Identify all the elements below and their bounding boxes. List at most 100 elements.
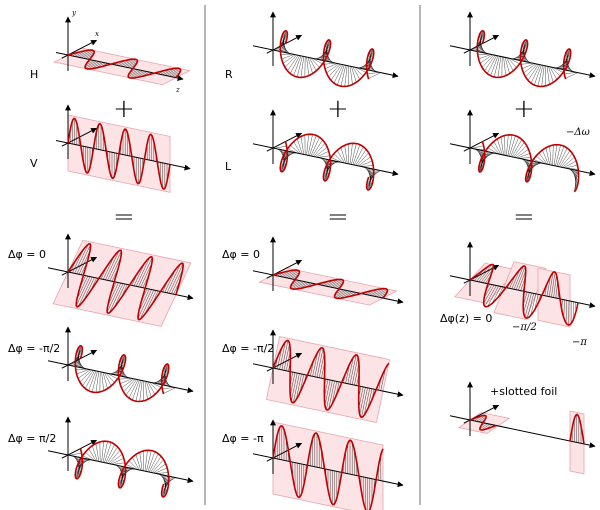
panel-3b-wave-hatch [469, 141, 483, 149]
panel-1a-wave-hatch [76, 244, 91, 274]
panel-3b-wave-hatch [518, 157, 531, 159]
panel-1c-wave-hatch [150, 456, 162, 473]
panel-2a-wave-hatch [334, 290, 348, 298]
result-label-1c: Δφ = π/2 [8, 432, 56, 445]
panel-1c-wave-hatch [104, 442, 112, 463]
panel-3b-wave-hatch [471, 145, 484, 149]
label-v: V [30, 157, 38, 170]
panel-1c-wave-hatch [135, 454, 141, 471]
panel-r-wave-hatch [363, 51, 374, 70]
panel-1b-wave-hatch [115, 357, 126, 376]
panel-1c-wave-hatch [101, 441, 104, 463]
panel-1c-wave-hatch [107, 446, 118, 464]
panel-1c-wave-hatch [144, 450, 148, 472]
panel-2b-wave-hatch [358, 386, 364, 408]
panel-r-wave-hatch [312, 58, 323, 65]
panel-3b-wave-hatch [538, 152, 548, 165]
panel-2b-wave-hatch [354, 363, 360, 386]
panel-r-wave-hatch [280, 45, 290, 54]
panel-3b-wave-hatch [506, 134, 509, 156]
panel-l-wave-hatch [309, 135, 317, 156]
panel-2a-wave-hatch [330, 280, 344, 288]
panel-3a-wave-hatch [504, 57, 510, 74]
panel-r-wave-hatch [300, 56, 304, 78]
panel-2a-wave-hatch [334, 290, 346, 297]
panel-h-wave-hatch [125, 60, 138, 68]
panel-3a-wave-hatch [521, 63, 535, 69]
panel-h-wave-hatch [83, 52, 95, 59]
panel-3b-wave-hatch [545, 147, 550, 165]
panel-3c-wave-hatch [549, 272, 554, 297]
panel-3b-wave-hatch [555, 145, 561, 166]
panel-h-wave-hatch [129, 70, 143, 78]
panel-r-wave-hatch [368, 72, 381, 79]
panel-r-wave-hatch [323, 55, 334, 63]
panel-3b-wave-hatch [514, 145, 527, 158]
panel-1c-wave-hatch [164, 475, 166, 495]
panel-3b-wave-hatch [535, 155, 546, 165]
panel-3a-wave-hatch [537, 65, 543, 87]
panel-1c-wave-hatch [67, 448, 81, 456]
panel-3a-wave-hatch [541, 65, 545, 87]
panel-3b-wave-hatch [480, 152, 493, 163]
panel-1a-axis-x [61, 256, 98, 276]
panel-3d-wave-a-hatch [478, 416, 487, 422]
panel-r-wave-hatch [367, 72, 380, 75]
panel-3c-wave [469, 263, 579, 326]
panel-3a-wave-hatch [487, 55, 497, 74]
panel-3c-wave-hatch [516, 266, 526, 290]
panel-3a-wave-hatch [527, 64, 539, 81]
panel-2b-wave-hatch [363, 388, 370, 416]
panel-l-wave-hatch [359, 160, 373, 167]
panel-3b-wave-hatch [517, 153, 531, 159]
panel-r-wave-hatch [352, 66, 361, 80]
panel-l-wave-hatch [352, 144, 361, 165]
panel-3b-wave-hatch [510, 137, 519, 157]
panel-3c-wave-hatch [480, 265, 494, 283]
plus-sign-1: + [113, 94, 135, 124]
label-l: L [225, 160, 232, 173]
panel-1c-wave-hatch [149, 453, 159, 473]
panel-r-wave-hatch [277, 34, 288, 51]
panel-1a-wave-hatch [171, 269, 183, 294]
panel-3c-wave-hatch [513, 266, 524, 290]
panel-1b-wave-hatch [91, 371, 98, 393]
panel-3b-wave-hatch [500, 136, 504, 156]
panel-3b-wave-hatch [481, 150, 483, 172]
panel-3d-wave-b [569, 413, 585, 445]
panel-2a-wave-hatch [335, 289, 344, 295]
panel-2b-wave-hatch [277, 347, 283, 369]
panel-l-wave-hatch [358, 156, 371, 167]
panel-l-wave-hatch [293, 141, 302, 154]
panel-1b-wave-hatch [144, 381, 148, 400]
panel-l-wave-hatch [278, 149, 288, 160]
panel-r-wave-hatch [296, 56, 303, 78]
panel-1b-wave-hatch [147, 381, 156, 395]
panel-h-wave-hatch [166, 68, 181, 76]
panel-r-wave-hatch [287, 55, 299, 71]
panel-1b-wave-hatch [101, 372, 104, 391]
panel-l-wave-hatch [280, 151, 292, 168]
panel-h-wave-hatch [169, 70, 181, 77]
panel-h-wave-hatch [87, 61, 102, 70]
panel-1a-wave-hatch [76, 276, 91, 306]
panel-l-wave-hatch [349, 143, 353, 165]
panel-2a-axis-x [266, 259, 303, 279]
panel-r-wave-hatch [320, 42, 331, 61]
panel-2b-wave-hatch [349, 354, 357, 385]
panel-2b-wave-hatch [359, 387, 366, 415]
panel-1c-wave-hatch [111, 458, 124, 465]
panel-3a-wave-hatch [517, 42, 528, 61]
panel-3a-wave-hatch [506, 57, 514, 71]
panel-1a-wave-hatch [164, 269, 176, 293]
panel-3c-wave-hatch [546, 276, 551, 297]
panel-1c-wave-hatch [121, 466, 123, 486]
label-r: R [225, 68, 233, 81]
panel-3a-wave-hatch [563, 64, 574, 72]
panel-h-wave-hatch [171, 72, 180, 77]
panel-2a-wave-hatch [371, 288, 386, 296]
label-h: H [30, 68, 38, 81]
panel-2a-wave [272, 269, 389, 300]
panel-2a-wave-hatch [336, 291, 351, 299]
panel-3a-wave-hatch [565, 72, 578, 79]
